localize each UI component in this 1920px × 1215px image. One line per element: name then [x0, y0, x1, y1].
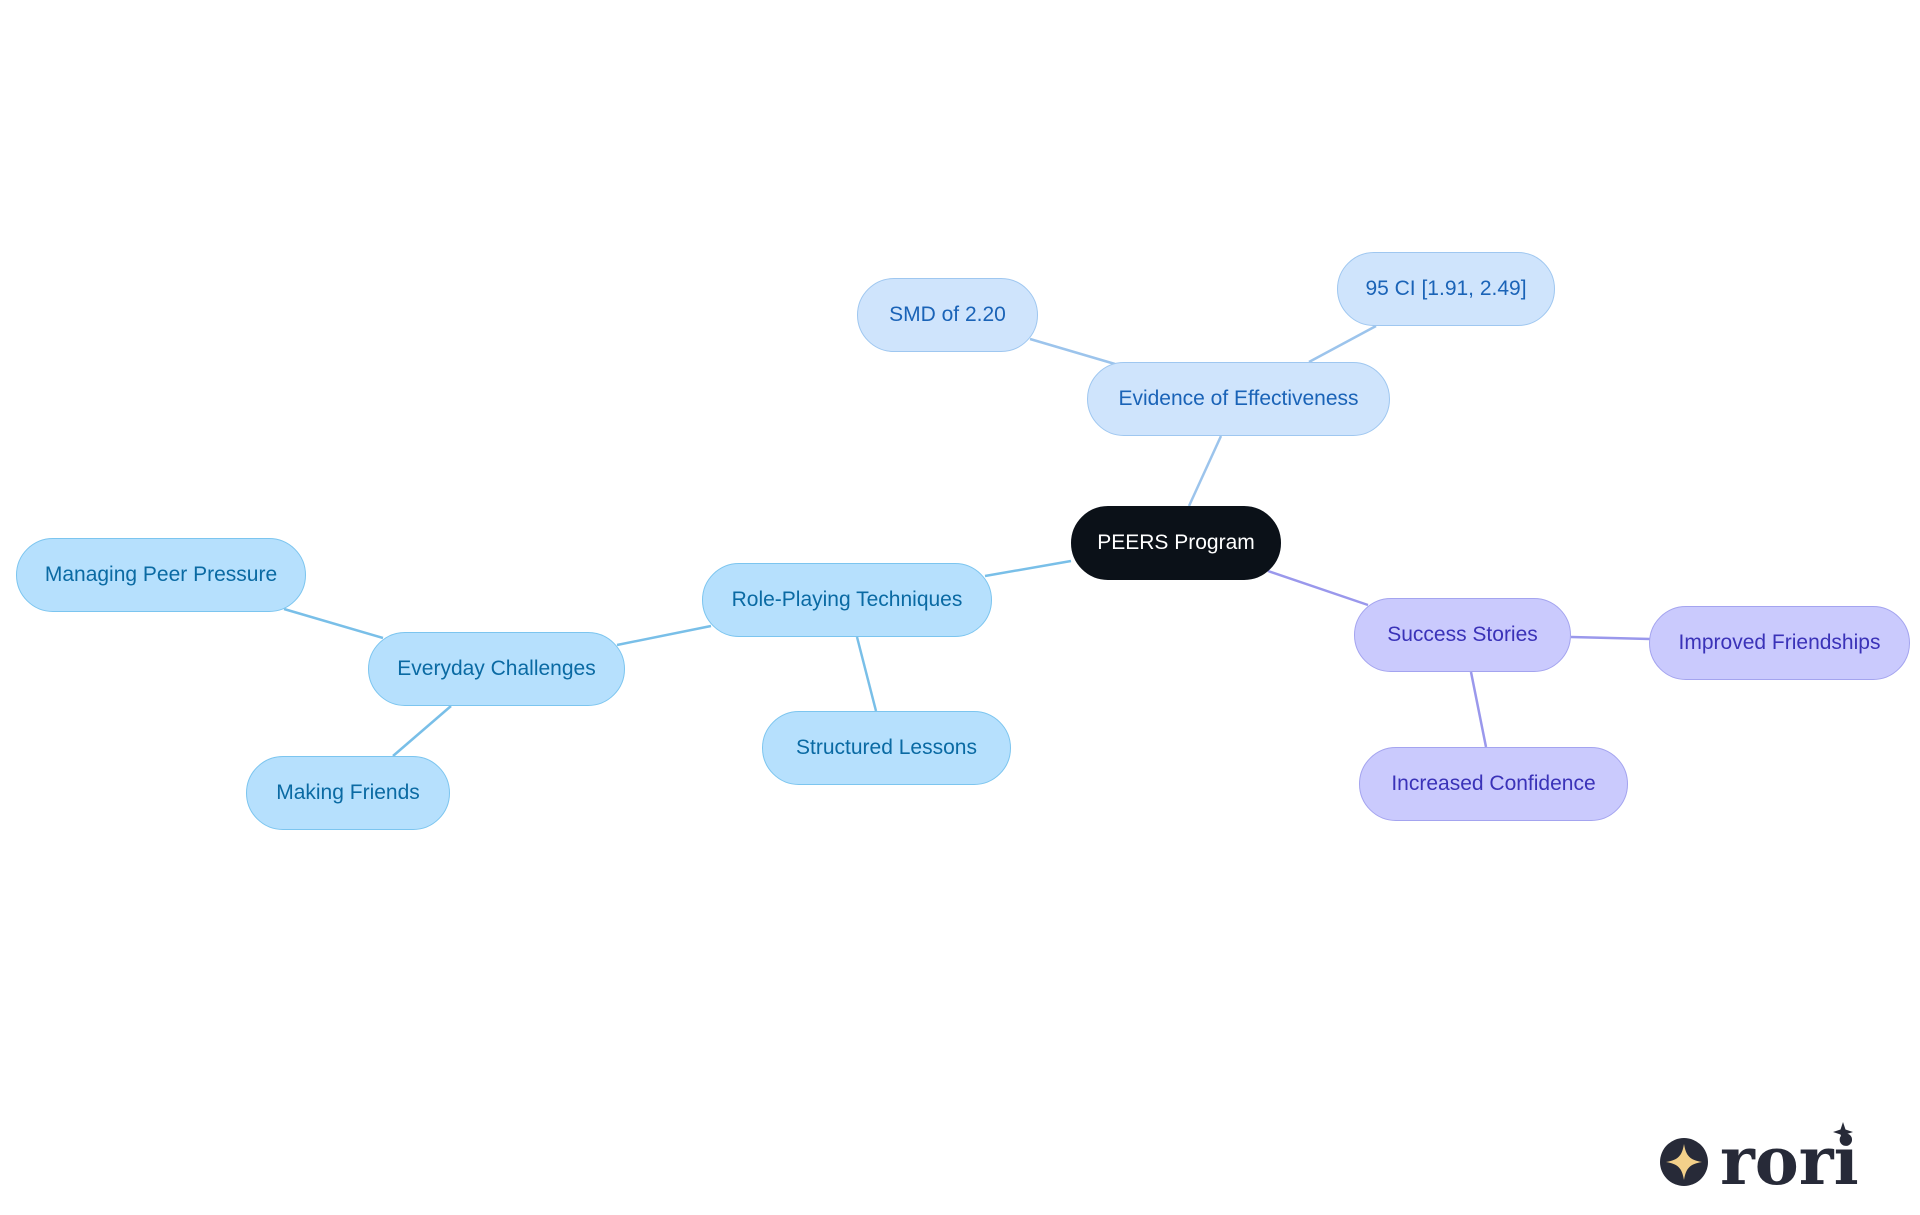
- edge-evidence-smd: [1029, 337, 1116, 366]
- edge-success-friendships: [1570, 635, 1651, 641]
- node-structured-lessons[interactable]: Structured Lessons: [762, 711, 1011, 785]
- sparkle-circle-icon: [1660, 1138, 1708, 1186]
- edge-everyday-makingfriends: [392, 705, 452, 757]
- node-role-playing-techniques[interactable]: Role-Playing Techniques: [702, 563, 992, 637]
- node-peers-program[interactable]: PEERS Program: [1071, 506, 1281, 580]
- edge-evidence-ci: [1308, 324, 1377, 364]
- edge-everyday-peerpressure: [283, 607, 384, 640]
- node-managing-peer-pressure[interactable]: Managing Peer Pressure: [16, 538, 306, 612]
- edge-roleplay-structured: [855, 636, 878, 712]
- star-accent-icon: [1833, 1122, 1853, 1142]
- node-confidence-interval[interactable]: 95 CI [1.91, 2.49]: [1337, 252, 1555, 326]
- node-smd[interactable]: SMD of 2.20: [857, 278, 1038, 352]
- node-increased-confidence[interactable]: Increased Confidence: [1359, 747, 1628, 821]
- edge-peers-evidence: [1187, 435, 1223, 507]
- edge-success-confidence: [1469, 671, 1488, 748]
- rori-logo: rori: [1652, 1122, 1862, 1200]
- node-success-stories[interactable]: Success Stories: [1354, 598, 1571, 672]
- edge-peers-success: [1267, 569, 1369, 607]
- edge-peers-roleplay: [984, 559, 1072, 578]
- node-everyday-challenges[interactable]: Everyday Challenges: [368, 632, 625, 706]
- node-improved-friendships[interactable]: Improved Friendships: [1649, 606, 1910, 680]
- node-making-friends[interactable]: Making Friends: [246, 756, 450, 830]
- edge-roleplay-everyday: [616, 624, 712, 647]
- node-evidence-of-effectiveness[interactable]: Evidence of Effectiveness: [1087, 362, 1390, 436]
